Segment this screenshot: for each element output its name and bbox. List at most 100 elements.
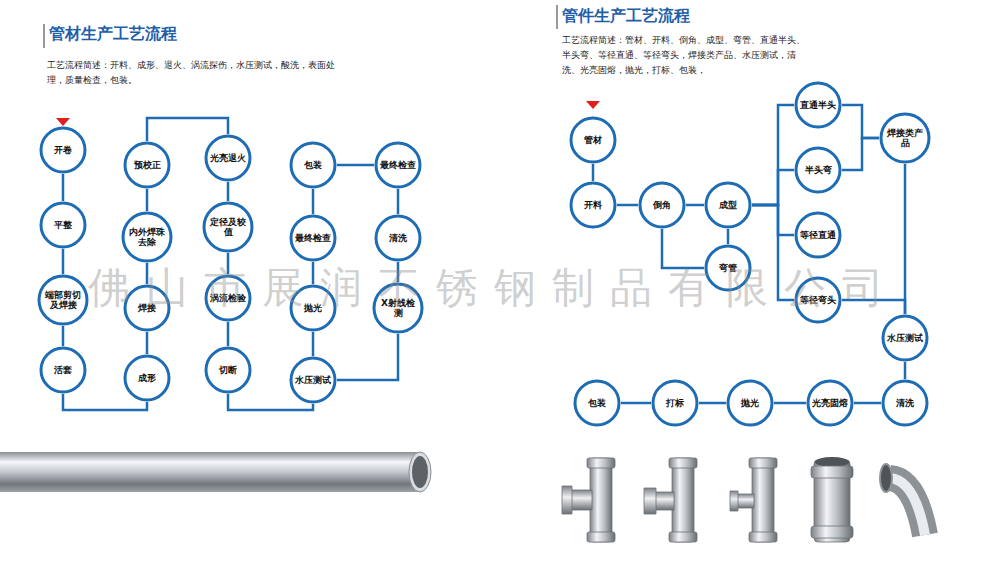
step-text: 弯管 bbox=[719, 263, 737, 273]
flow-connector bbox=[62, 249, 65, 274]
circle-shape bbox=[640, 183, 684, 227]
start-marker bbox=[586, 101, 600, 109]
circle-shape bbox=[291, 286, 335, 330]
process-circle: 定径及较值 bbox=[202, 201, 254, 253]
flow-connector bbox=[854, 402, 881, 405]
circle-shape bbox=[706, 246, 750, 290]
flow-connector bbox=[312, 332, 315, 356]
step-text: 焊接 bbox=[138, 303, 156, 313]
section-title: 管材生产工艺流程 bbox=[49, 24, 177, 45]
description-text: 工艺流程简述：管材、开料、倒角、成型、弯管、直通半头、半头弯、等径直通、等径弯头… bbox=[562, 33, 810, 78]
process-circle: X射线检测 bbox=[372, 282, 424, 334]
process-circle: 半头弯 bbox=[794, 146, 842, 194]
step-text: X射线检测 bbox=[380, 298, 416, 319]
circle-shape bbox=[204, 203, 252, 251]
flow-connector bbox=[227, 253, 230, 274]
tee-fitting bbox=[562, 458, 615, 542]
process-circle: 等径弯头 bbox=[794, 276, 842, 324]
step-text: 切断 bbox=[219, 365, 237, 375]
process-circle: 最终检查 bbox=[374, 141, 422, 189]
step-text: 成型 bbox=[719, 200, 737, 210]
flow-connector bbox=[337, 334, 398, 380]
process-circle: 包装 bbox=[573, 379, 621, 427]
process-circle: 成形 bbox=[123, 354, 171, 402]
circle-shape bbox=[291, 358, 335, 402]
description-text: 工艺流程简述：开料、成形、退火、涡流探伤，水压测试，酸洗，表面处理，质量检查，包… bbox=[47, 58, 339, 88]
flow-connector bbox=[842, 105, 879, 138]
step-text: 包装 bbox=[304, 160, 322, 170]
circle-shape bbox=[728, 381, 772, 425]
flow-connector bbox=[62, 174, 65, 201]
circle-shape bbox=[883, 381, 927, 425]
circle-shape bbox=[796, 213, 840, 257]
process-circle: 开料 bbox=[569, 181, 617, 229]
flow-connector bbox=[904, 164, 907, 314]
process-circle: 开卷 bbox=[39, 126, 87, 174]
process-circle: 打标 bbox=[651, 379, 699, 427]
process-circle: 光亮退火 bbox=[204, 134, 252, 182]
circle-shape bbox=[796, 148, 840, 192]
flow-connector bbox=[227, 182, 230, 201]
step-text: 成形 bbox=[138, 373, 156, 383]
circle-shape bbox=[206, 136, 250, 180]
circle-shape bbox=[41, 348, 85, 392]
flow-connector bbox=[397, 189, 400, 214]
flow-connector bbox=[621, 402, 651, 405]
flow-connector bbox=[337, 164, 374, 167]
flow-connector bbox=[617, 204, 638, 207]
flow-connector bbox=[146, 189, 149, 211]
step-text: 抛光 bbox=[304, 303, 322, 313]
process-circle: 涡流检验 bbox=[204, 274, 252, 322]
step-text: 水压测试 bbox=[887, 333, 923, 343]
circle-shape bbox=[653, 381, 697, 425]
process-circle: 清洗 bbox=[881, 379, 929, 427]
flow-connector bbox=[592, 164, 595, 181]
flow-connector bbox=[312, 189, 315, 214]
process-circle: 平整 bbox=[39, 201, 87, 249]
step-text: 光亮固熔 bbox=[812, 398, 848, 408]
step-text: 直通半头 bbox=[800, 100, 836, 110]
circle-shape bbox=[881, 114, 929, 162]
flow-connector bbox=[686, 204, 704, 207]
circle-shape bbox=[123, 213, 171, 261]
process-circle: 活套 bbox=[39, 346, 87, 394]
flow-connector bbox=[752, 105, 794, 205]
process-circle: 水压测试 bbox=[289, 356, 337, 404]
step-text: 内外焊珠去除 bbox=[129, 227, 165, 248]
flow-connector bbox=[699, 402, 726, 405]
step-text: 抛光 bbox=[741, 398, 759, 408]
circle-shape bbox=[125, 143, 169, 187]
step-text: 打标 bbox=[666, 398, 684, 408]
process-circle: 内外焊珠去除 bbox=[121, 211, 173, 263]
step-text: 平整 bbox=[54, 220, 72, 230]
circle-shape bbox=[206, 276, 250, 320]
process-circle: 焊接 bbox=[123, 284, 171, 332]
section-title: 管件生产工艺流程 bbox=[562, 6, 690, 27]
step-text: 开卷 bbox=[54, 145, 72, 155]
process-circle: 端部剪切及焊接 bbox=[37, 274, 89, 326]
step-text: 包装 bbox=[588, 398, 606, 408]
process-circle: 清洗 bbox=[374, 214, 422, 262]
step-text: 焊接类产品 bbox=[887, 128, 923, 149]
flow-connector bbox=[146, 332, 149, 354]
circle-shape bbox=[41, 203, 85, 247]
step-text: 光亮退火 bbox=[210, 153, 246, 163]
process-circle: 水压测试 bbox=[881, 314, 929, 362]
process-circle: 最终检查 bbox=[289, 214, 337, 262]
process-circle: 成型 bbox=[704, 181, 752, 229]
circle-shape bbox=[39, 276, 87, 324]
process-circle: 切断 bbox=[204, 346, 252, 394]
flow-connector bbox=[397, 262, 400, 282]
step-text: 等径弯头 bbox=[800, 295, 836, 305]
step-text: 活套 bbox=[54, 365, 72, 375]
circle-shape bbox=[374, 284, 422, 332]
circle-shape bbox=[125, 286, 169, 330]
circle-shape bbox=[571, 118, 615, 162]
circle-shape bbox=[376, 143, 420, 187]
step-text: 倒角 bbox=[653, 200, 671, 210]
step-text: 清洗 bbox=[389, 233, 407, 243]
process-circle: 管材 bbox=[569, 116, 617, 164]
step-text: 涡流检验 bbox=[210, 293, 246, 303]
process-circle: 等径直通 bbox=[794, 211, 842, 259]
